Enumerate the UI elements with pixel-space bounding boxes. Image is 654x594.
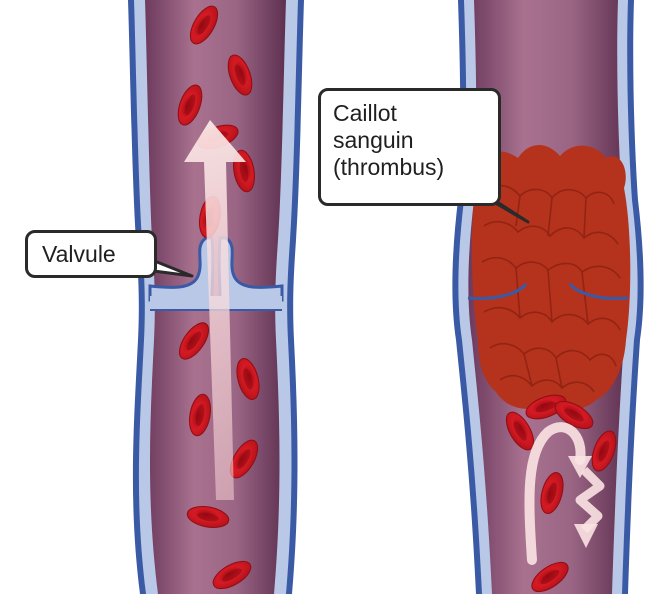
valve-label: Valvule [42, 241, 154, 268]
valve-callout: Valvule [25, 230, 157, 278]
clot-label-line-1: Caillot [333, 100, 498, 127]
clot-callout: Caillot sanguin (thrombus) [318, 88, 501, 206]
clot-label-line-2: sanguin [333, 127, 498, 154]
clot-label-line-3: (thrombus) [333, 154, 498, 181]
